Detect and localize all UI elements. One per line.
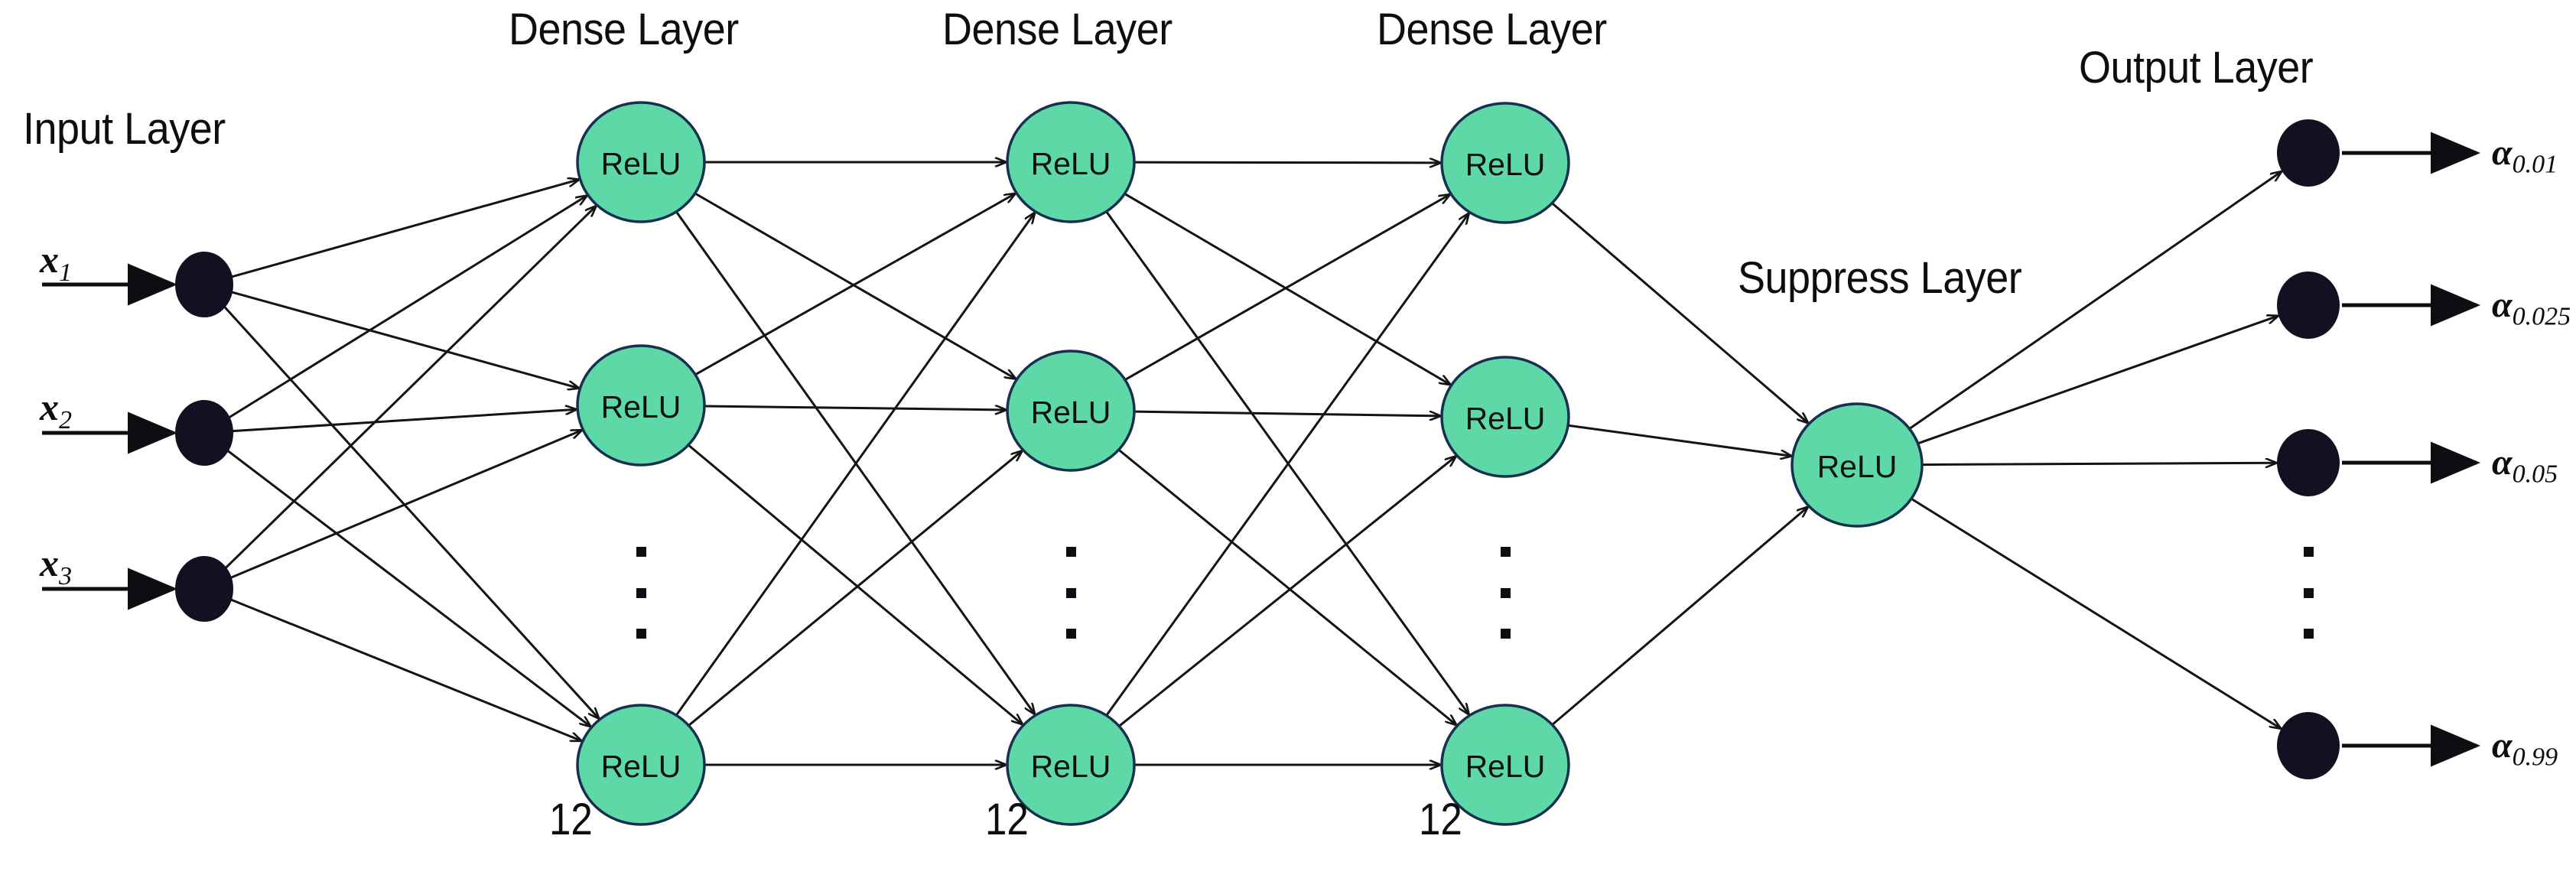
- layer-title-dense-2: Dense Layer: [942, 5, 1173, 54]
- output-symbol-alpha-3: α: [2492, 442, 2513, 483]
- output-label-alpha-0-025: α0.025: [2492, 284, 2571, 332]
- dense-1-relu-node-2: [576, 344, 706, 467]
- output-subscript-alpha-2: 0.025: [2512, 302, 2571, 331]
- output-subscript-alpha-4: 0.99: [2512, 743, 2558, 772]
- output-ellipsis-icon: [2304, 547, 2314, 639]
- layer-title-output: Output Layer: [2079, 43, 2314, 93]
- dense-3-ellipsis-icon: [1501, 547, 1511, 639]
- edges-input-to-dense1: [223, 180, 600, 743]
- dense-3-relu-node-1: [1440, 102, 1570, 224]
- dense-1-ellipsis-icon: [636, 547, 646, 639]
- output-label-alpha-0-01: α0.01: [2492, 132, 2558, 180]
- output-node-4: [2277, 712, 2340, 779]
- edges-suppress-to-output: [1908, 171, 2282, 729]
- output-subscript-alpha-3: 0.05: [2512, 460, 2558, 489]
- output-symbol-alpha-1: α: [2492, 132, 2513, 173]
- output-subscript-alpha-1: 0.01: [2512, 150, 2558, 179]
- input-symbol-x1: x: [40, 238, 59, 281]
- input-symbol-x2: x: [40, 385, 59, 428]
- edges-dense1-to-dense2: [675, 162, 1035, 765]
- edges-dense2-to-dense3: [1105, 162, 1469, 765]
- dense-3-relu-node-2: [1440, 356, 1570, 478]
- input-label-x2: x2: [40, 385, 72, 435]
- dense-1-units-label: 12: [549, 795, 593, 844]
- output-symbol-alpha-4: α: [2492, 725, 2513, 766]
- dense-2-relu-node-2: [1006, 350, 1136, 472]
- input-symbol-x3: x: [40, 541, 59, 584]
- layer-title-suppress: Suppress Layer: [1738, 253, 2022, 303]
- input-label-x1: x1: [40, 237, 72, 288]
- dense-2-units-label: 12: [985, 795, 1029, 844]
- output-label-alpha-0-99: α0.99: [2492, 724, 2558, 772]
- dense-3-relu-node-3: [1440, 704, 1570, 826]
- dense-2-ellipsis-icon: [1066, 547, 1076, 639]
- input-label-x3: x3: [40, 541, 72, 591]
- layer-title-input: Input Layer: [23, 104, 226, 154]
- input-subscript-x2: 2: [59, 406, 72, 434]
- suppress-relu-node: [1791, 402, 1924, 528]
- output-symbol-alpha-2: α: [2492, 285, 2513, 325]
- dense-1-relu-node-3: [576, 704, 706, 826]
- layer-title-dense-1: Dense Layer: [509, 5, 739, 54]
- input-node-group: [175, 252, 233, 622]
- dense-2-relu-node-1: [1006, 101, 1136, 223]
- suppress-node-group: ReLU: [1791, 402, 1924, 528]
- dense-1-relu-node-1: [576, 101, 706, 223]
- output-arrow-group: [2342, 132, 2480, 767]
- output-label-alpha-0-05: α0.05: [2492, 441, 2558, 489]
- input-subscript-x1: 1: [59, 259, 72, 287]
- edges-dense3-to-suppress: [1551, 202, 1808, 726]
- input-subscript-x3: 3: [59, 562, 72, 590]
- output-node-1: [2277, 119, 2340, 187]
- dense-2-relu-node-3: [1006, 704, 1136, 826]
- dense-3-units-label: 12: [1419, 795, 1462, 844]
- output-node-2: [2277, 272, 2340, 339]
- input-node-3: [175, 556, 233, 622]
- input-arrow-group: [42, 263, 177, 610]
- layer-title-dense-3: Dense Layer: [1377, 5, 1607, 54]
- output-node-group: [2277, 119, 2340, 779]
- input-node-2: [175, 400, 233, 466]
- output-node-3: [2277, 429, 2340, 496]
- input-node-1: [175, 252, 233, 317]
